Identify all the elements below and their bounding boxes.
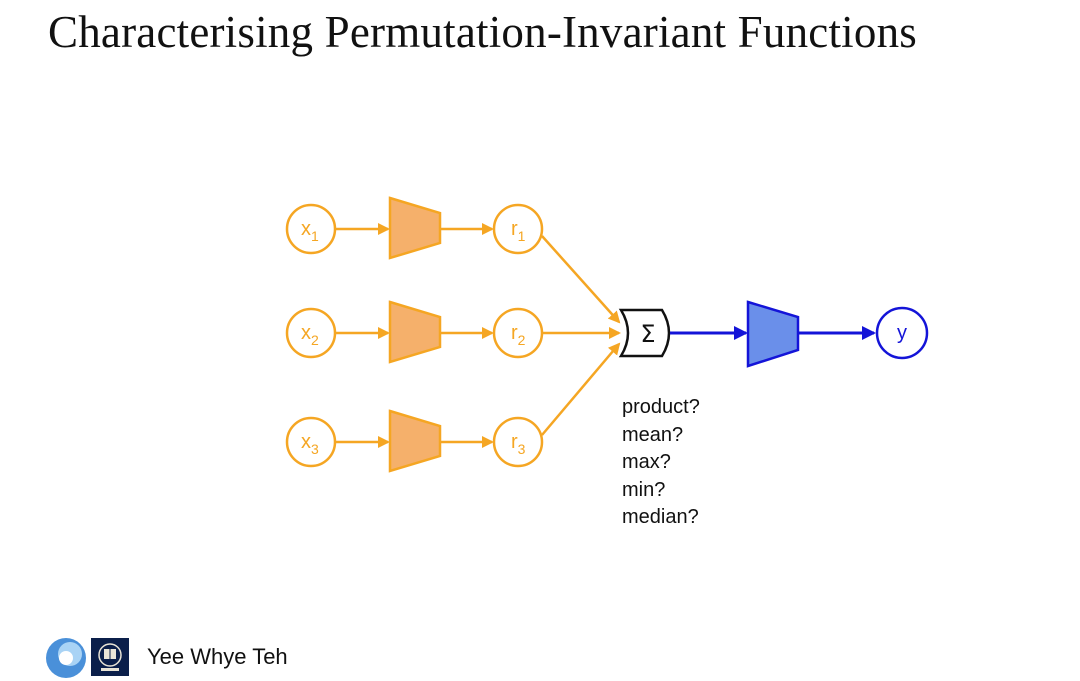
input-row-1: x1 r1 (285, 196, 621, 324)
svg-text:r3: r3 (511, 431, 526, 457)
rep-sub-r2: 2 (518, 332, 526, 348)
input-row-2: x2 r2 (285, 300, 621, 364)
author-name: Yee Whye Teh (147, 644, 288, 669)
aggregation-option: median? (622, 506, 699, 528)
input-label-x1: x (301, 218, 311, 240)
output-node-y (875, 306, 929, 360)
input-label-x2: x (301, 322, 311, 344)
input-label-x3: x (301, 431, 311, 453)
svg-text:x3: x3 (301, 431, 319, 457)
rep-label-r3: r (511, 431, 518, 453)
svg-text:r1: r1 (511, 218, 526, 244)
aggregator-symbol: Σ (640, 320, 655, 348)
encoder-3 (388, 409, 442, 473)
rep-label-r2: r (511, 322, 518, 344)
input-sub-x1: 1 (311, 228, 319, 244)
aggregation-option: min? (622, 478, 666, 501)
decoder (746, 300, 800, 368)
aggregation-option: mean? (622, 423, 684, 446)
deepmind-logo (46, 638, 86, 678)
output-label-y: y (897, 322, 907, 344)
aggregator-shape (618, 308, 671, 358)
svg-text:r2: r2 (511, 322, 526, 348)
svg-text:x1: x1 (301, 218, 319, 244)
rep-sub-r3: 3 (518, 441, 526, 457)
aggregator: Σ (618, 308, 671, 358)
input-sub-x3: 3 (311, 441, 319, 457)
input-sub-x2: 2 (311, 332, 319, 348)
input-row-3: x3 r3 (285, 342, 621, 473)
rep-sub-r1: 1 (518, 228, 526, 244)
slide-title: Characterising Permutation-Invariant Fun… (48, 7, 917, 57)
svg-text:x2: x2 (301, 322, 319, 348)
rep-node-r3 (492, 416, 544, 468)
arrow-r3-aggregator (541, 342, 621, 436)
rep-label-r1: r (511, 218, 518, 240)
aggregation-option: product? (622, 396, 700, 418)
rep-node-r1 (492, 203, 544, 255)
aggregation-option: max? (622, 451, 671, 473)
encoder-1 (388, 196, 442, 260)
encoder-2 (388, 300, 442, 364)
aggregation-alternatives: product? mean? max? min? median? (622, 394, 700, 532)
arrow-r1-aggregator (541, 235, 621, 324)
oxford-crest-logo (91, 638, 129, 676)
